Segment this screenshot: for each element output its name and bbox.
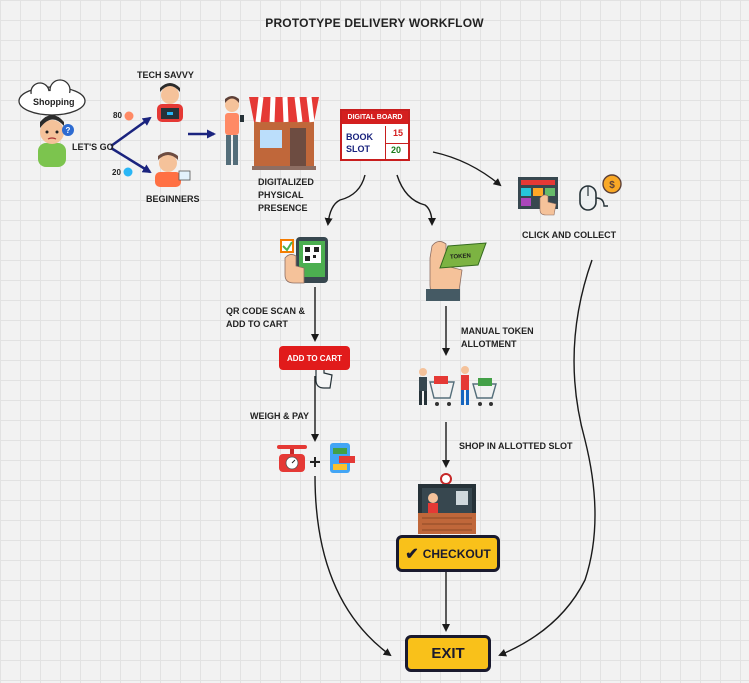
click-collect-arrow [498, 259, 596, 657]
beginner-person-icon [155, 152, 191, 187]
qr-step-line1: QR CODE SCAN & [226, 306, 306, 316]
mouse-and-coin-icon: $ [579, 174, 622, 211]
digital-board-book-slot: BOOK SLOT [346, 131, 373, 155]
shopper-with-phone-icon [225, 96, 244, 165]
page-title: PROTOTYPE DELIVERY WORKFLOW [265, 16, 484, 30]
digital-board-divider [385, 126, 386, 159]
tech-savvy-count: 80 [113, 111, 122, 120]
token-step-line2: ALLOTMENT [461, 339, 517, 349]
store-label-line3: PRESENCE [258, 203, 308, 213]
shopping-bubble-text: Shopping [33, 97, 75, 107]
digital-board-hdivider [385, 143, 408, 144]
svg-text:?: ? [66, 126, 71, 135]
click-and-collect-label: CLICK AND COLLECT [522, 230, 617, 240]
confused-customer-icon: ? [38, 115, 74, 167]
exit-button[interactable]: EXIT [405, 635, 491, 672]
shoppers-with-carts-icon [419, 366, 497, 406]
tech-savvy-person-icon [157, 83, 183, 122]
add-to-cart-button[interactable]: ADD TO CART [279, 346, 350, 370]
beginners-count: 20 [112, 168, 121, 177]
checkout-button[interactable]: ✔ CHECKOUT [396, 535, 500, 572]
token-step-line1: MANUAL TOKEN [461, 326, 534, 336]
store-label-line2: PHYSICAL [258, 190, 304, 200]
shop-slot-label: SHOP IN ALLOTTED SLOT [459, 441, 573, 451]
qr-path-arrows [311, 287, 392, 657]
digital-store-icon [249, 96, 319, 170]
tech-savvy-badge-icon [124, 111, 134, 121]
hand-with-token-icon [426, 241, 487, 301]
beginner-badge-icon [123, 167, 133, 177]
lets-go-label: LET'S GO [72, 142, 114, 152]
shopping-cloud-icon [18, 79, 86, 116]
store-label-line1: DIGITALIZED [258, 177, 314, 187]
payment-app-icon [330, 443, 355, 473]
online-store-icon [518, 177, 558, 216]
checkout-label: CHECKOUT [422, 546, 491, 561]
token-card-text: TOKEN [449, 253, 472, 261]
checkout-counter-icon [418, 473, 476, 534]
qr-step-line2: ADD TO CART [226, 319, 288, 329]
split-arrows [110, 116, 216, 174]
digital-board-value-top: 15 [393, 128, 404, 138]
weigh-pay-label: WEIGH & PAY [250, 411, 310, 421]
digital-board-line2: SLOT [346, 144, 370, 154]
digital-board: DIGITAL BOARD BOOK SLOT 15 20 [340, 109, 410, 161]
weighing-scale-icon [277, 445, 307, 472]
beginners-label: BEGINNERS [146, 194, 200, 204]
board-branch-arrows [324, 151, 502, 226]
checkmark-icon: ✔ [405, 545, 419, 563]
digital-board-value-bottom: 20 [391, 145, 402, 155]
qr-phone-icon [280, 237, 328, 284]
plus-icon [310, 457, 320, 467]
digital-board-line1: BOOK [346, 132, 373, 142]
digital-board-header: DIGITAL BOARD [342, 111, 408, 124]
svg-text:$: $ [609, 180, 615, 191]
tech-savvy-label: TECH SAVVY [137, 70, 194, 80]
